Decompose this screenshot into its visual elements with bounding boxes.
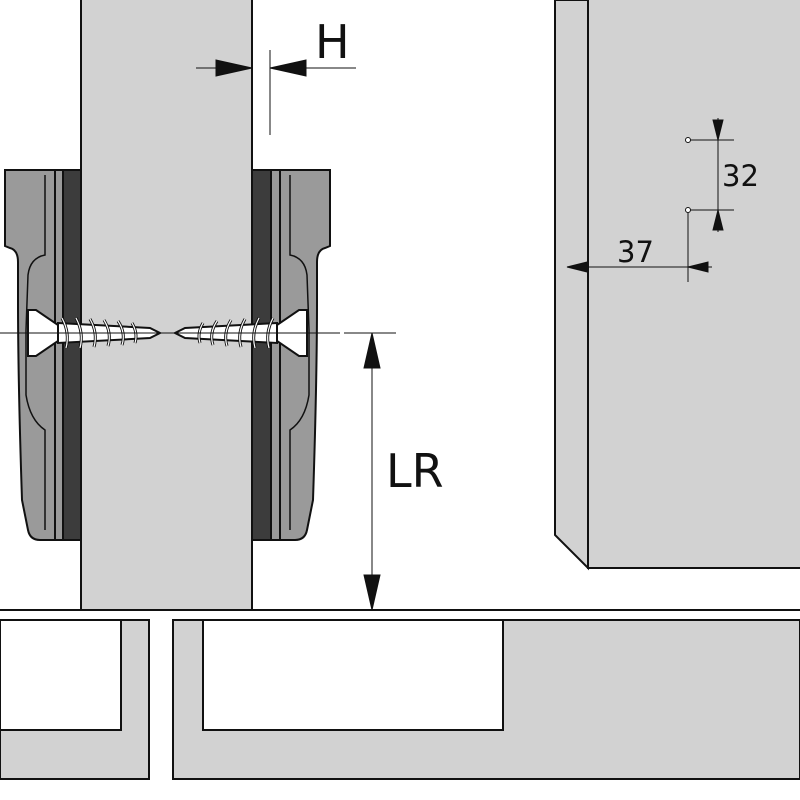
hole-spacing-dimension <box>685 118 734 232</box>
panel-front-face <box>587 0 800 569</box>
spacer-right-rim <box>270 169 281 541</box>
base-panel-right <box>172 619 800 780</box>
mounting-plate-left <box>4 169 83 541</box>
lr-dimension <box>344 332 396 611</box>
cabinet-side-panel <box>554 0 800 571</box>
hole-spacing-label: 32 <box>722 159 759 193</box>
spacer-left <box>62 169 83 541</box>
h-dimension-label: H <box>315 15 350 69</box>
lr-dimension-label: LR <box>386 444 444 498</box>
plate-recess-left <box>25 175 46 530</box>
spacer-right <box>251 169 272 541</box>
spacer-left-rim <box>54 169 64 541</box>
h-dimension <box>196 50 356 135</box>
edge-distance-dimension <box>566 213 712 282</box>
base-panels <box>0 619 800 780</box>
base-panel-left <box>0 619 150 780</box>
vertical-board <box>80 0 253 611</box>
panel-edge-face <box>554 0 589 571</box>
mounting-plate-right <box>251 169 331 541</box>
edge-distance-label: 37 <box>617 235 654 269</box>
plate-recess-right <box>289 175 310 530</box>
